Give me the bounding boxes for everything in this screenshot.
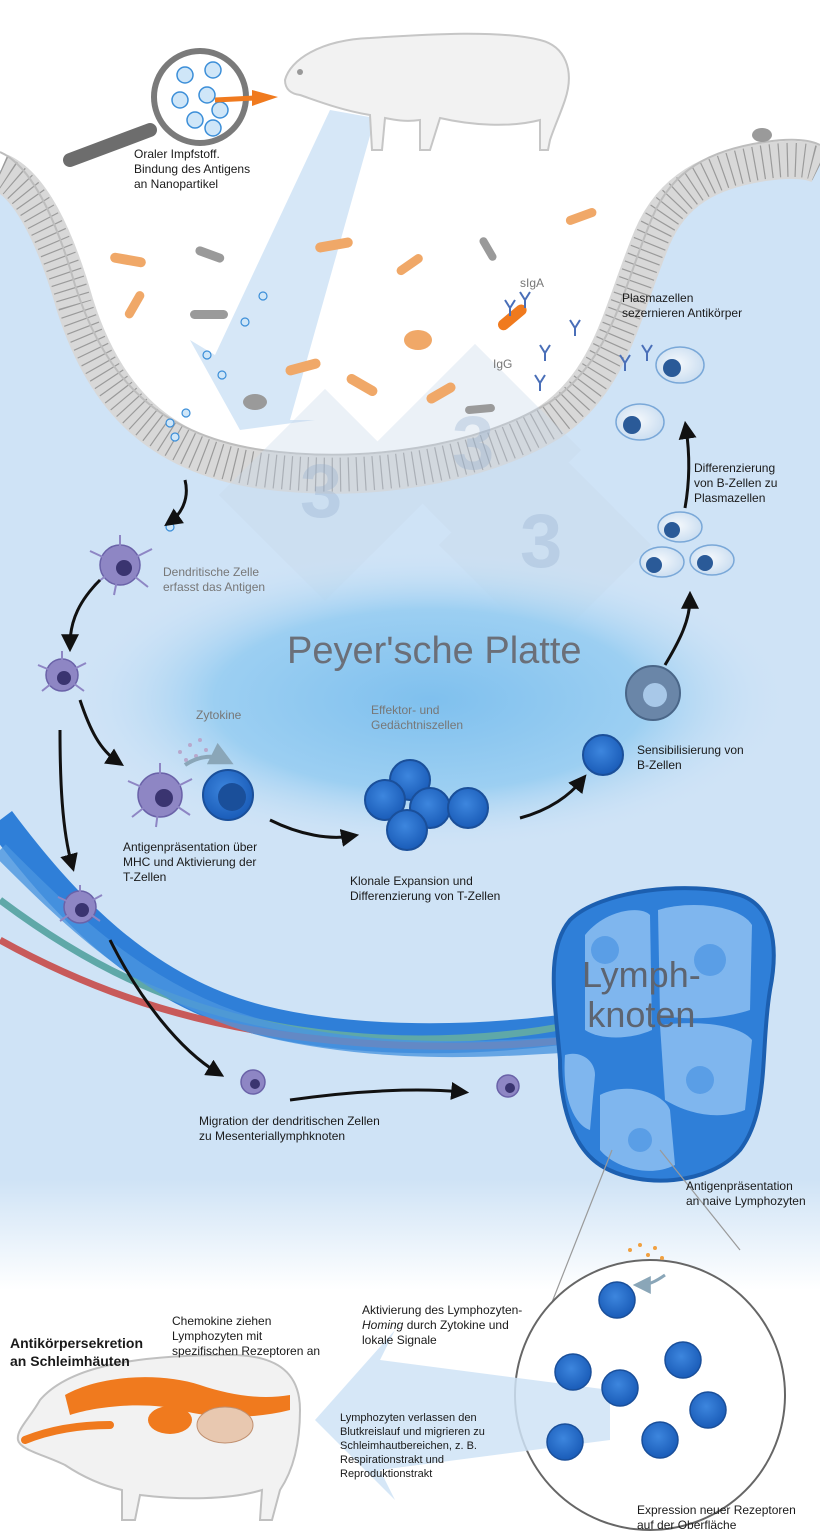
label-line: Lymphozyten verlassen den	[340, 1412, 477, 1424]
label-zytokine: Zytokine	[196, 708, 242, 722]
label-line: Bindung des Antigens	[134, 162, 251, 176]
label-b-cell-differentiation: Differenzierung von B-Zellen zu Plasmaze…	[694, 461, 777, 506]
lymph-node	[551, 886, 776, 1183]
label-line: MHC und Aktivierung der	[123, 855, 257, 869]
label-line: Lymphozyten mit	[172, 1329, 263, 1343]
label-line: Antikörpersekretion	[10, 1335, 144, 1351]
label-line: erfasst das Antigen	[163, 580, 266, 594]
label-line: an Nanopartikel	[134, 177, 219, 191]
label-plasma-cells: Plasmazellen sezernieren Antikörper	[622, 291, 742, 321]
nanoparticles	[165, 291, 268, 532]
label-receptor-expression: Expression neuer Rezeptoren auf der Ober…	[637, 1503, 796, 1533]
label-line: Antigenpräsentation	[686, 1179, 793, 1193]
label-line: B-Zellen	[637, 758, 682, 772]
antibody-icon	[504, 291, 653, 391]
label-line: Oraler Impfstoff.	[134, 147, 220, 161]
label-line: Blutkreislauf und migrieren zu	[340, 1426, 485, 1438]
label-line: Antigenpräsentation über	[123, 840, 258, 854]
label-line: Sensibilisierung von	[637, 743, 744, 757]
label-line: Dendritische Zelle	[163, 565, 260, 579]
label-line: Plasmazellen	[622, 291, 694, 305]
label-line: zu Mesenteriallymphknoten	[199, 1129, 346, 1143]
zoom-lymphocytes	[546, 1281, 727, 1461]
label-line: auf der Oberfläche	[637, 1518, 737, 1532]
label-line: Effektor- und	[371, 703, 440, 717]
label-line: Gedächtniszellen	[371, 718, 464, 732]
label-line: Homing durch Zytokine und	[362, 1318, 522, 1333]
label-line: Reproduktionstrakt	[340, 1468, 433, 1480]
label-line: sezernieren Antikörper	[622, 306, 743, 320]
watermark-glyph: 3	[300, 449, 343, 534]
label-migration: Migration der dendritischen Zellen zu Me…	[199, 1114, 380, 1144]
label-line: Respirationstrakt und	[340, 1454, 444, 1466]
epithelial-cells	[0, 142, 820, 492]
label-line: spezifischen Rezeptoren an	[172, 1344, 321, 1358]
label-line: Differenzierung von T-Zellen	[350, 889, 501, 903]
label-line: Chemokine ziehen	[172, 1314, 272, 1328]
label-dendritic-cell: Dendritische Zelle erfasst das Antigen	[163, 565, 265, 595]
homing-arrow	[315, 1330, 610, 1500]
magnifier-icon	[63, 48, 249, 167]
pig-icon	[16, 1353, 302, 1521]
label-naive-lymphocytes: Antigenpräsentation an naive Lymphozyten	[686, 1179, 806, 1209]
watermark-glyph: 3	[452, 401, 495, 486]
label-mucosal-secretion: Antikörpersekretion an Schleimhäuten	[10, 1334, 143, 1370]
label-line: Differenzierung	[694, 461, 776, 475]
lymph-title-line: knoten	[587, 994, 696, 1035]
label-line: Aktivierung des Lymphozyten-	[362, 1303, 523, 1317]
label-line: Plasmazellen	[694, 491, 766, 505]
label-effector-cells: Effektor- und Gedächtniszellen	[371, 703, 463, 733]
label-b-cell-sensitization: Sensibilisierung von B-Zellen	[637, 743, 744, 773]
lymph-node-title: Lymph- knoten	[582, 955, 701, 1035]
label-line: T-Zellen	[123, 870, 167, 884]
vaccine-arrow	[252, 90, 278, 106]
zoom-cytokines	[628, 1243, 664, 1260]
label-line: Migration der dendritischen Zellen	[199, 1114, 380, 1128]
label-line: Expression neuer Rezeptoren	[637, 1503, 796, 1517]
label-line: Schleimhautbereichen, z. B.	[340, 1440, 477, 1452]
lymphocytes	[202, 665, 681, 851]
label-siga: sIgA	[520, 276, 545, 290]
process-arrows	[58, 420, 699, 1102]
peyer-title: Peyer'sche Platte	[287, 630, 582, 672]
label-line: lokale Signale	[362, 1333, 437, 1347]
label-line: Klonale Expansion und	[350, 874, 473, 888]
bacteria-icon	[110, 208, 597, 404]
label-oral-vaccine: Oraler Impfstoff. Bindung des Antigens a…	[134, 147, 250, 192]
label-lymphocytes-leave: Lymphozyten verlassen den Blutkreislauf …	[340, 1411, 485, 1481]
label-clonal-expansion: Klonale Expansion und Differenzierung vo…	[350, 874, 500, 904]
label-line: an naive Lymphozyten	[686, 1194, 806, 1208]
label-chemokines: Chemokine ziehen Lymphozyten mit spezifi…	[172, 1314, 320, 1359]
peyer-patch-area	[70, 550, 790, 850]
watermark-glyph: 3	[520, 499, 563, 584]
ingestion-arrow	[190, 110, 375, 430]
label-fragment: durch Zytokine und	[403, 1318, 509, 1332]
lymph-title-line: Lymph-	[582, 954, 701, 995]
label-antigen-mhc: Antigenpräsentation über MHC und Aktivie…	[123, 840, 257, 885]
label-emphasis: Homing	[362, 1318, 404, 1332]
label-igg: IgG	[493, 357, 513, 371]
label-line: von B-Zellen zu	[694, 476, 778, 490]
pig-icon	[283, 32, 570, 151]
plasma-cells	[615, 346, 735, 578]
label-line: an Schleimhäuten	[10, 1353, 130, 1369]
label-homing: Aktivierung des Lymphozyten- Homing durc…	[362, 1303, 522, 1348]
